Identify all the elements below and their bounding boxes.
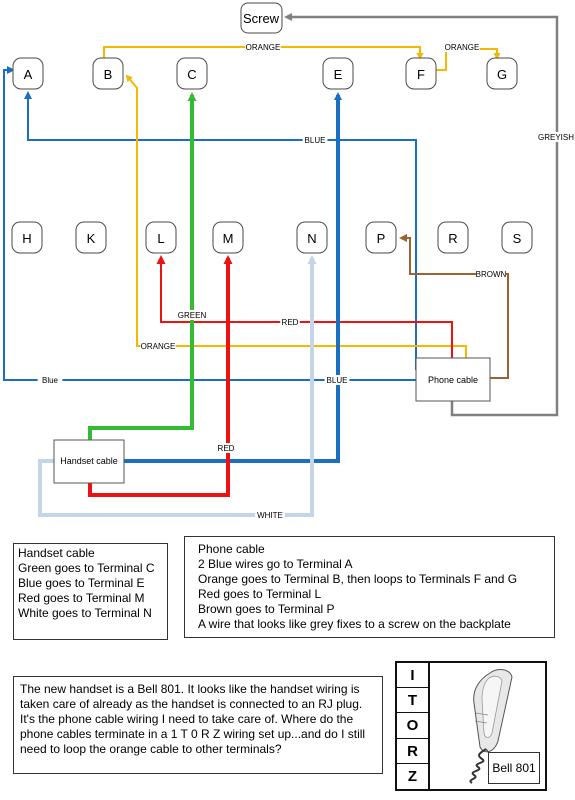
terminal-f-box — [405, 57, 437, 90]
phone-model-label: Bell 801 — [488, 752, 540, 784]
phone-note-line: Brown goes to Terminal P — [198, 602, 335, 616]
terminal-n-label: N — [307, 231, 316, 246]
phone-note-line: Orange goes to Terminal B, then loops to… — [198, 572, 518, 586]
terminal-m-label: M — [223, 231, 234, 246]
wire-red-mid — [156, 255, 453, 358]
terminal-p-label: P — [377, 231, 386, 246]
phone-cable-label: Phone cable — [428, 375, 478, 385]
handset-cable-box — [53, 439, 125, 484]
wire-brown — [399, 234, 509, 379]
phone-note-line: A wire that looks like grey fixes to a s… — [198, 617, 511, 631]
screw-label: Screw — [243, 11, 280, 26]
wire-label-bg — [535, 132, 575, 142]
terminal-f-label: F — [417, 67, 425, 82]
wire-label-green: GREEN — [178, 311, 207, 320]
itorz-letters: I T O R Z — [397, 663, 430, 789]
wire-label-red-low: RED — [218, 444, 235, 453]
wire-label-bg — [280, 317, 300, 327]
phone-cable-box — [415, 357, 491, 402]
wire-label-orange-fg: ORANGE — [445, 43, 480, 52]
wire-label-bg — [444, 42, 480, 52]
handset-note-line: White goes to Terminal N — [18, 606, 152, 620]
wire-label-bg — [302, 135, 328, 145]
terminal-b-box — [92, 57, 124, 90]
itorz-letter: T — [397, 688, 428, 714]
terminal-e-box — [322, 57, 354, 90]
wire-label-red-mid: RED — [282, 318, 299, 327]
question-text: The new handset is a Bell 801. It looks … — [13, 676, 383, 774]
wire-grey — [284, 13, 559, 417]
terminal-c-label: C — [187, 67, 196, 82]
wire-blue-top — [24, 91, 417, 370]
terminal-p-box — [365, 221, 397, 254]
handset-cable-label: Handset cable — [60, 456, 118, 466]
wire-label-blue-top: BLUE — [305, 136, 326, 145]
terminal-n-box — [296, 221, 328, 254]
handset-note-line: Blue goes to Terminal E — [18, 576, 145, 590]
phone-note-line: 2 Blue wires go to Terminal A — [198, 557, 353, 571]
wire-label-bg — [37, 375, 63, 385]
wiring-diagram: ORANGE ORANGE BLUE GREYISH BROWN GREEN RED ORAN… — [3, 2, 575, 520]
wire-white — [38, 255, 317, 517]
terminal-l-label: L — [157, 231, 164, 246]
terminal-k-box — [75, 221, 107, 254]
itorz-letter: R — [397, 739, 428, 764]
wire-label-bg — [324, 375, 350, 385]
wire-label-white: WHITE — [257, 511, 283, 520]
itorz-panel: I T O R Z — [395, 661, 547, 791]
wire-label-bg — [255, 510, 285, 520]
phone-note-line: Phone cable — [198, 542, 265, 556]
terminal-h-label: H — [22, 231, 31, 246]
wire-blue-handset — [124, 92, 342, 463]
wire-label-greyish: GREYISH — [538, 133, 574, 142]
wire-label-bg — [177, 310, 207, 320]
wire-green — [88, 92, 197, 440]
terminal-m-box — [212, 221, 244, 254]
wire-label-orange-top: ORANGE — [246, 43, 281, 52]
phone-cable-notes: Phone cable 2 Blue wires go to Terminal … — [184, 536, 555, 638]
terminal-l-box — [145, 221, 177, 254]
terminal-r-label: R — [448, 231, 457, 246]
wire-blue-left — [3, 66, 416, 381]
handset-phone-icon — [469, 669, 513, 784]
terminal-a-box — [12, 57, 44, 90]
terminal-c-box — [176, 57, 208, 90]
handset-note-line: Red goes to Terminal M — [18, 591, 145, 605]
terminal-s-label: S — [513, 231, 522, 246]
terminal-a-label: A — [24, 67, 33, 82]
wire-label-blue-right: BLUE — [327, 376, 348, 385]
wire-label-bg — [245, 42, 281, 52]
wire-label-orange-mid: ORANGE — [141, 342, 176, 351]
wire-orange-mid — [125, 74, 467, 358]
wire-red-handset — [88, 255, 233, 497]
terminal-h-box — [11, 221, 43, 254]
itorz-letter: Z — [407, 767, 418, 785]
itorz-letter: I — [397, 663, 428, 689]
wire-label-blue-left: Blue — [42, 376, 59, 385]
terminal-g-box — [486, 57, 518, 90]
screw-box — [240, 2, 283, 34]
wire-label-bg — [216, 443, 236, 453]
terminal-e-label: E — [334, 67, 343, 82]
wire-label-bg — [140, 341, 176, 351]
wire-label-brown: BROWN — [476, 270, 507, 279]
handset-cable-notes: Handset cable Green goes to Terminal C B… — [13, 543, 168, 640]
terminal-s-box — [501, 221, 533, 254]
terminal-b-label: B — [104, 67, 113, 82]
terminal-k-label: K — [87, 231, 96, 246]
wire-label-bg — [476, 269, 506, 279]
terminal-r-box — [437, 221, 469, 254]
itorz-letter: O — [397, 713, 428, 739]
phone-note-line: Red goes to Terminal L — [198, 587, 322, 601]
handset-note-line: Handset cable — [18, 546, 95, 560]
terminal-g-label: G — [497, 67, 507, 82]
handset-note-line: Green goes to Terminal C — [18, 561, 155, 575]
